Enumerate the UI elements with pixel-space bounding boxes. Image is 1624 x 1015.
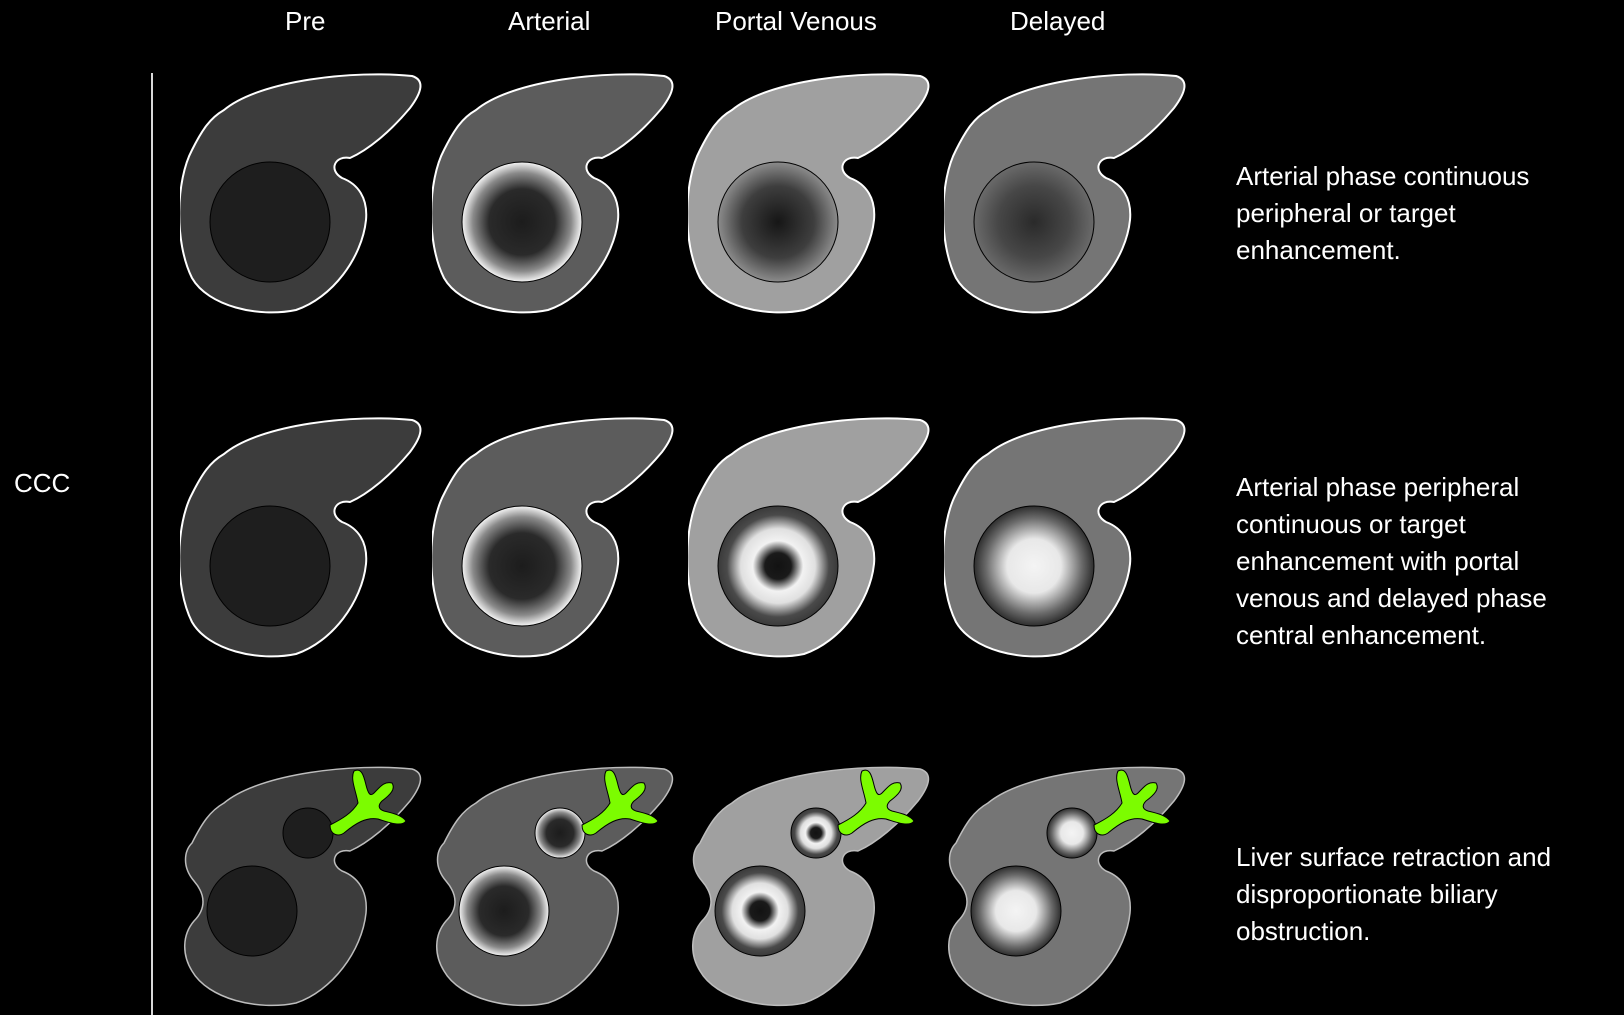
- tumor-lesion: [462, 506, 582, 626]
- tumor-lesion: [459, 866, 549, 956]
- tumor-lesion: [207, 866, 297, 956]
- row-2-desc-line: Arterial phase peripheral: [1236, 469, 1547, 506]
- row-2-desc-line: central enhancement.: [1236, 617, 1547, 654]
- phase-header-pre: Pre: [285, 6, 325, 37]
- row-2-desc-line: venous and delayed phase: [1236, 580, 1547, 617]
- row-1-desc-line: peripheral or target: [1236, 195, 1529, 232]
- tumor-lesion: [974, 162, 1094, 282]
- tumor-lesion: [210, 506, 330, 626]
- tumor-lesion: [535, 808, 585, 858]
- tumor-lesion: [1047, 808, 1097, 858]
- tumor-lesion: [718, 506, 838, 626]
- row-1-desc-line: Arterial phase continuous: [1236, 158, 1529, 195]
- liver-diagram: [432, 70, 680, 318]
- liver-diagram: [688, 763, 936, 1011]
- row-1-description: Arterial phase continuous peripheral or …: [1236, 158, 1529, 269]
- liver-diagram: [432, 414, 680, 662]
- liver-diagram: [688, 70, 936, 318]
- liver-diagram: [688, 414, 936, 662]
- tumor-lesion: [971, 866, 1061, 956]
- row-2-description: Arterial phase peripheral continuous or …: [1236, 469, 1547, 654]
- divider-line: [151, 73, 153, 1015]
- row-2-desc-line: continuous or target: [1236, 506, 1547, 543]
- row-1-desc-line: enhancement.: [1236, 232, 1529, 269]
- row-3-desc-line: obstruction.: [1236, 913, 1551, 950]
- tumor-lesion: [718, 162, 838, 282]
- phase-header-arterial: Arterial: [508, 6, 590, 37]
- phase-header-delayed: Delayed: [1010, 6, 1105, 37]
- row-2-desc-line: enhancement with portal: [1236, 543, 1547, 580]
- tumor-lesion: [974, 506, 1094, 626]
- row-group-label: CCC: [14, 468, 70, 499]
- liver-diagram: [180, 70, 428, 318]
- liver-diagram: [180, 763, 428, 1011]
- tumor-lesion: [210, 162, 330, 282]
- phase-header-portal-venous: Portal Venous: [715, 6, 877, 37]
- liver-diagram: [944, 70, 1192, 318]
- liver-diagram: [944, 414, 1192, 662]
- tumor-lesion: [462, 162, 582, 282]
- tumor-lesion: [791, 808, 841, 858]
- liver-diagram: [432, 763, 680, 1011]
- liver-diagram: [944, 763, 1192, 1011]
- row-3-description: Liver surface retraction and disproporti…: [1236, 839, 1551, 950]
- tumor-lesion: [283, 808, 333, 858]
- row-3-desc-line: disproportionate biliary: [1236, 876, 1551, 913]
- row-3-desc-line: Liver surface retraction and: [1236, 839, 1551, 876]
- liver-diagram: [180, 414, 428, 662]
- tumor-lesion: [715, 866, 805, 956]
